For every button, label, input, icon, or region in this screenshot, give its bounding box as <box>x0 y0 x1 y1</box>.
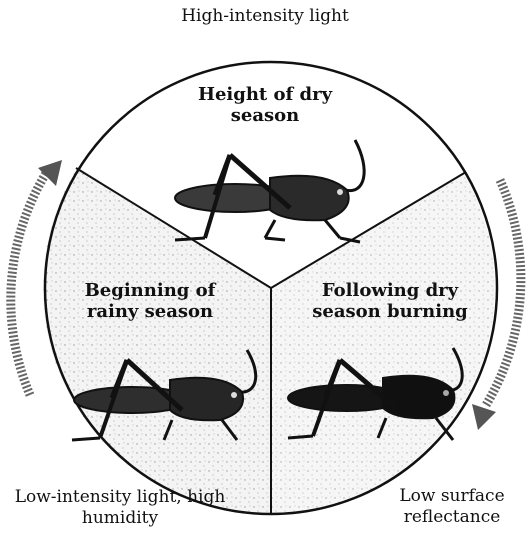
sector-left-texture <box>43 167 271 514</box>
segment-label-height-of-dry-season: Height of dry season <box>185 84 345 126</box>
label-high-intensity-light: High-intensity light <box>180 6 350 27</box>
grasshopper-top-icon <box>175 140 364 242</box>
label-low-intensity-light: Low-intensity light, high humidity <box>0 487 240 529</box>
label-low-surface-reflectance: Low surface reflectance <box>378 486 526 528</box>
segment-label-following-dry-season-burning: Following dry season burning <box>300 280 480 322</box>
sector-right-texture <box>271 174 495 514</box>
segment-label-beginning-of-rainy-season: Beginning of rainy season <box>70 280 230 322</box>
